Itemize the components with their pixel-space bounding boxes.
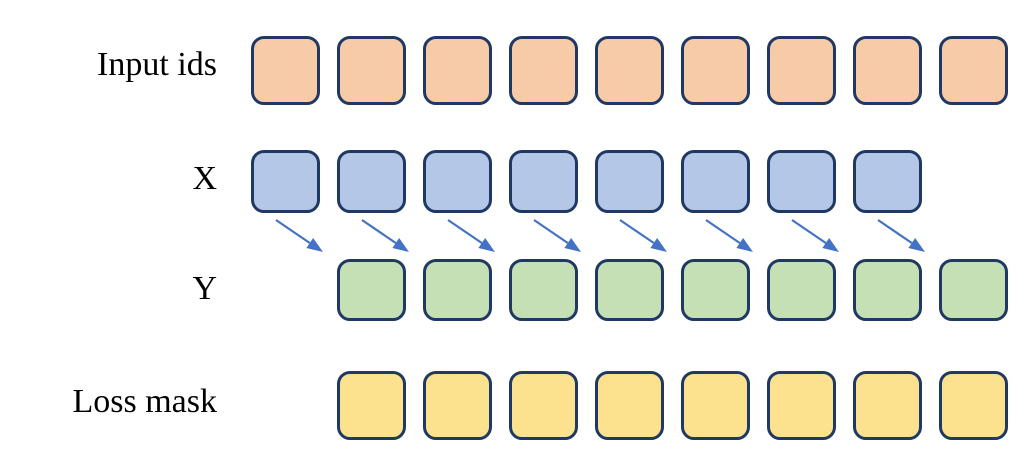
cell-x-1 [251, 150, 320, 213]
cell-input-ids-4 [509, 36, 578, 105]
cell-x-7 [767, 150, 836, 213]
arrow-shaft-8 [877, 219, 913, 244]
row-label-loss-mask: Loss mask [72, 383, 218, 420]
cell-input-ids-9 [939, 36, 1008, 105]
cell-loss-mask-3 [509, 371, 578, 440]
cell-y-3 [509, 259, 578, 321]
cell-loss-mask-5 [681, 371, 750, 440]
arrow-head-2 [392, 238, 409, 252]
cell-input-ids-3 [423, 36, 492, 105]
arrow-head-1 [306, 238, 323, 252]
cell-y-4 [595, 259, 664, 321]
arrow-shaft-5 [619, 219, 655, 244]
cell-loss-mask-2 [423, 371, 492, 440]
cell-input-ids-2 [337, 36, 406, 105]
arrow-shaft-1 [275, 219, 311, 244]
arrow-shaft-3 [447, 219, 483, 244]
row-label-input-ids: Input ids [97, 46, 217, 83]
cell-y-2 [423, 259, 492, 321]
cell-loss-mask-4 [595, 371, 664, 440]
cell-input-ids-8 [853, 36, 922, 105]
cell-y-6 [767, 259, 836, 321]
arrow-shaft-4 [533, 219, 569, 244]
arrow-head-4 [564, 238, 581, 252]
cell-y-1 [337, 259, 406, 321]
cell-loss-mask-1 [337, 371, 406, 440]
cell-loss-mask-6 [767, 371, 836, 440]
cell-input-ids-6 [681, 36, 750, 105]
arrow-head-5 [650, 238, 667, 252]
cell-x-6 [681, 150, 750, 213]
arrow-head-8 [908, 238, 925, 252]
cell-input-ids-5 [595, 36, 664, 105]
arrow-head-7 [822, 238, 839, 252]
cell-x-8 [853, 150, 922, 213]
arrow-shaft-6 [705, 219, 741, 244]
row-label-x: X [192, 160, 217, 197]
cell-x-4 [509, 150, 578, 213]
row-label-y: Y [192, 270, 217, 307]
arrow-head-6 [736, 238, 753, 252]
arrow-head-3 [478, 238, 495, 252]
cell-y-7 [853, 259, 922, 321]
cell-input-ids-1 [251, 36, 320, 105]
cell-loss-mask-7 [853, 371, 922, 440]
cell-x-2 [337, 150, 406, 213]
cell-x-3 [423, 150, 492, 213]
cell-y-5 [681, 259, 750, 321]
cell-y-8 [939, 259, 1008, 321]
cell-loss-mask-8 [939, 371, 1008, 440]
arrow-shaft-7 [791, 219, 827, 244]
cell-x-5 [595, 150, 664, 213]
cell-input-ids-7 [767, 36, 836, 105]
arrow-shaft-2 [361, 219, 397, 244]
